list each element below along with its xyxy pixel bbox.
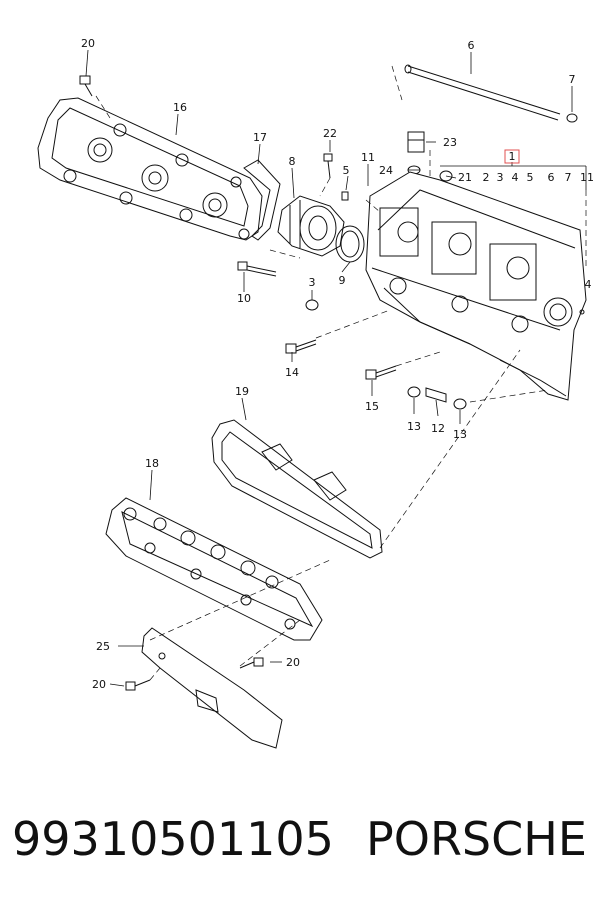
callout-24[interactable]: 24 [379,164,393,177]
callout-labels: 20 16 17 22 8 10 3 9 6 7 23 11 24 5 1 21… [81,37,594,691]
callout-13-right[interactable]: 13 [453,428,467,441]
callout-2[interactable]: 2 [483,171,490,184]
rod-part-6[interactable] [404,64,561,121]
callout-3-left[interactable]: 3 [309,276,316,289]
seal-part-13-right[interactable] [453,398,467,410]
bolt-part-15[interactable] [365,365,397,380]
brand-name: PORSCHE [366,812,587,866]
alignment-dashes [95,65,587,681]
pin-part-5[interactable] [341,191,349,201]
callout-6-right[interactable]: 6 [548,171,555,184]
part-number: 99310501105 [12,812,334,866]
callout-13-left[interactable]: 13 [407,420,421,433]
bolt-part-20-top[interactable] [79,75,93,97]
lower-cover-part-18[interactable] [105,497,323,641]
cylinder-head-part-1[interactable] [365,171,587,401]
exploded-view-drawing: 20 16 17 22 8 10 3 9 6 7 23 11 24 5 1 21… [37,37,594,749]
callout-12[interactable]: 12 [431,422,445,435]
callout-4-right[interactable]: 4 [512,171,519,184]
callout-25[interactable]: 25 [96,640,110,653]
callout-18[interactable]: 18 [145,457,159,470]
gasket-part-19[interactable] [211,419,383,559]
bolt-part-10[interactable] [237,261,277,277]
callout-7-top[interactable]: 7 [569,73,576,86]
bolt-part-20-lower-right[interactable] [239,657,264,669]
callout-23[interactable]: 23 [443,136,457,149]
callout-20-left[interactable]: 20 [92,678,106,691]
callout-17[interactable]: 17 [253,131,267,144]
plug-part-3[interactable] [305,299,319,311]
callout-11-left[interactable]: 11 [361,151,375,164]
callout-20-right[interactable]: 20 [286,656,300,669]
footer: 99310501105 PORSCHE [0,812,600,902]
callout-20-top[interactable]: 20 [81,37,95,50]
callout-1[interactable]: 1 [509,150,516,163]
bolt-part-14[interactable] [285,339,317,354]
leader-lines [85,49,587,687]
plate-part-25[interactable] [141,627,283,749]
part-21[interactable] [439,170,453,182]
callout-16[interactable]: 16 [173,101,187,114]
seal-part-13-left[interactable] [407,386,421,398]
callout-5-left[interactable]: 5 [343,164,350,177]
callout-9[interactable]: 9 [339,274,346,287]
cap-part-7[interactable] [566,113,578,123]
callout-21[interactable]: 21 [458,171,472,184]
valve-cover-part-16[interactable] [37,97,263,241]
callout-8[interactable]: 8 [289,155,296,168]
callout-22[interactable]: 22 [323,127,337,140]
callout-10[interactable]: 10 [237,292,251,305]
callout-14[interactable]: 14 [285,366,299,379]
stud-part-12[interactable] [425,387,447,403]
bolt-part-20-lower-left[interactable] [125,679,151,691]
housing-part-8[interactable] [277,195,345,257]
gasket-part-17[interactable] [243,159,281,241]
callout-4-side[interactable]: 4 [585,278,592,291]
callout-11-right[interactable]: 11 [580,171,594,184]
callout-19[interactable]: 19 [235,385,249,398]
callout-7-right[interactable]: 7 [565,171,572,184]
callout-5-right[interactable]: 5 [527,171,534,184]
fitting-part-23[interactable] [407,131,425,153]
callout-3-right[interactable]: 3 [497,171,504,184]
callout-6-top[interactable]: 6 [468,39,475,52]
callout-15[interactable]: 15 [365,400,379,413]
bolt-part-22[interactable] [323,153,333,179]
